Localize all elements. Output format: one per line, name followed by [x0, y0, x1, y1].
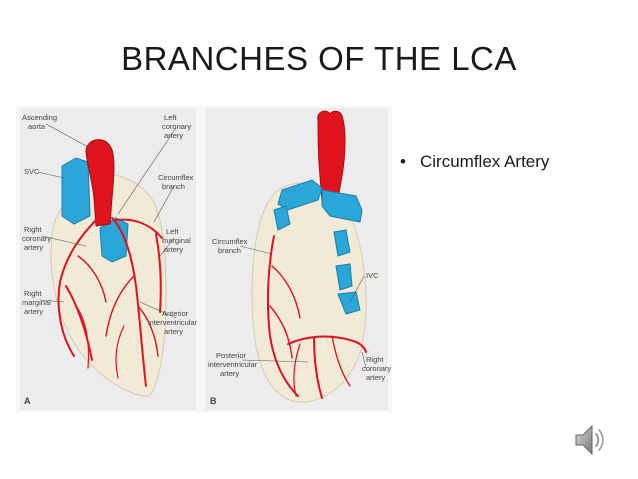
- label-posterior-iv-2: interventricular: [208, 360, 258, 369]
- panel-b-arteries: [266, 235, 367, 399]
- panel-a-leaders: [37, 123, 177, 319]
- label-left-marginal-2: marginal: [162, 236, 191, 245]
- label-right-marginal-2: marginal: [22, 298, 51, 307]
- label-ascending-aorta: Ascending: [22, 113, 57, 122]
- bullet-item: • Circumflex Artery: [398, 150, 628, 174]
- panel-b-leaders: [239, 245, 367, 369]
- label-right-coronary: Right: [24, 225, 42, 234]
- heart-diagram: Ascending aorta SVC Right coronary arter…: [16, 106, 392, 412]
- speaker-icon[interactable]: [574, 420, 606, 460]
- slide-title: BRANCHES OF THE LCA: [121, 40, 517, 77]
- anterior-interventricular-branch: [111, 217, 147, 387]
- right-coronary-branch: [57, 217, 99, 357]
- right-coronary-posterior: [287, 335, 367, 353]
- label-circumflex-b-2: branch: [218, 246, 241, 255]
- panel-b-tag: B: [210, 396, 217, 406]
- bullet-marker: •: [400, 152, 406, 171]
- panel-a-arteries: [57, 217, 163, 387]
- panel-b-veins: [273, 179, 363, 315]
- panel-a-heart: Ascending aorta SVC Right coronary arter…: [22, 113, 198, 406]
- ivc-vessel: [337, 291, 361, 315]
- label-anterior-iv-3: artery: [164, 327, 183, 336]
- label-right-coronary-2: coronary: [22, 234, 51, 243]
- circumflex-branch-a: [115, 218, 163, 239]
- label-posterior-iv: Posterior: [216, 351, 247, 360]
- circumflex-branch-b: [266, 235, 299, 397]
- aorta-posterior: [317, 110, 346, 203]
- label-posterior-iv-3: artery: [220, 369, 239, 378]
- label-left-coronary-2: coronary: [162, 122, 191, 131]
- label-right-marginal: Right: [24, 289, 42, 298]
- ascending-aorta: [85, 139, 115, 227]
- label-left-marginal-3: artery: [164, 245, 183, 254]
- left-marginal-branch: [155, 233, 162, 313]
- svc-vessel: [61, 157, 91, 225]
- label-left-marginal: Left: [166, 227, 179, 236]
- pulmonary-vein-right: [321, 189, 363, 223]
- label-right-marginal-3: artery: [24, 307, 43, 316]
- bullet-list: • Circumflex Artery: [398, 150, 628, 174]
- label-left-coronary: Left: [164, 113, 177, 122]
- label-right-coronary-b-2: coronary: [362, 364, 391, 373]
- label-right-coronary-b: Right: [366, 355, 384, 364]
- label-circumflex-b: Circumflex: [212, 237, 248, 246]
- label-anterior-iv-2: interventricular: [148, 318, 198, 327]
- label-ascending-aorta-2: aorta: [28, 122, 46, 131]
- pulmonary-vein-upper: [277, 179, 323, 211]
- panel-b-heart: Circumflex branch IVC Posterior interven…: [208, 110, 391, 406]
- label-svc: SVC: [24, 167, 40, 176]
- label-left-coronary-3: artery: [164, 131, 183, 140]
- label-ivc: IVC: [366, 271, 379, 280]
- label-right-coronary-b-3: artery: [366, 373, 385, 382]
- label-circumflex-a: Circumflex: [158, 173, 194, 182]
- label-circumflex-a-2: branch: [162, 182, 185, 191]
- right-marginal-branch: [65, 285, 93, 361]
- posterior-interventricular-branch: [313, 337, 323, 399]
- bullet-text: Circumflex Artery: [420, 152, 550, 171]
- label-right-coronary-3: artery: [24, 243, 43, 252]
- label-anterior-iv: Anterior: [162, 309, 189, 318]
- panel-a-tag: A: [24, 396, 31, 406]
